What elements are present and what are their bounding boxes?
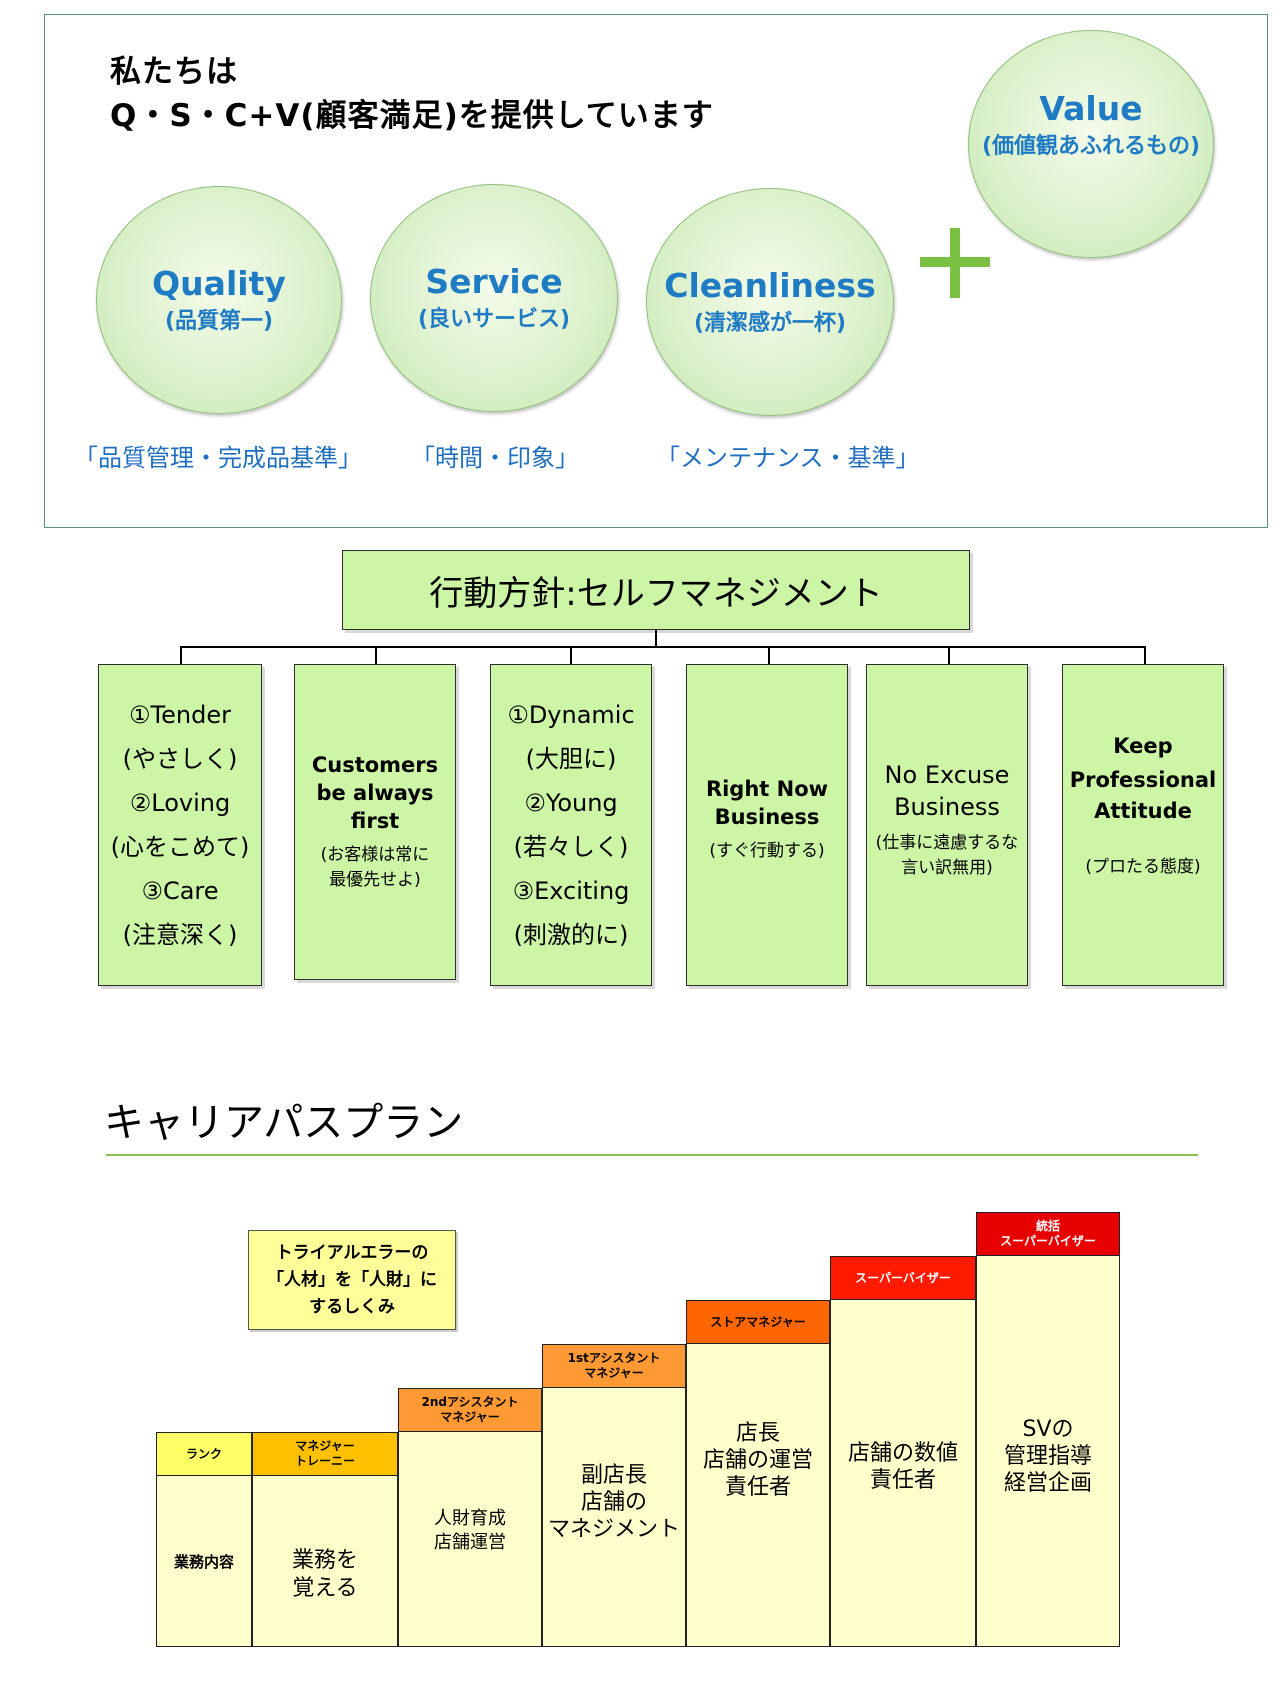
trial-text: 「人材」を「人財」に [267,1269,437,1290]
service-caption: 「時間・印象」 [411,444,579,472]
policy-text: (若々しく) [513,833,629,861]
step-body-2nd-assistant: 人財育成 店舗運営 [398,1431,542,1647]
policy-box-dynamic: ①Dynamic (大胆に) ②Young (若々しく) ③Exciting (… [490,664,652,986]
step-head-1st-assistant: 1stアシスタント マネジャー [542,1344,686,1388]
connector [768,646,770,664]
policy-text: No Excuse [884,761,1010,789]
connector [1144,646,1146,664]
policy-box-no-excuse: No Excuse Business (仕事に遠慮するな 言い訳無用) [866,664,1028,986]
headline-line2: Q・S・C+V(顧客満足)を提供しています [110,98,714,134]
policy-text: ①Dynamic [507,701,635,729]
quality-label: Quality [152,264,286,304]
policy-text: (大胆に) [525,745,617,773]
value-circle: Value (価値観あふれるもの) [968,30,1214,258]
policy-text: 最優先せよ) [329,870,421,890]
divider [106,1154,1198,1156]
policy-box-tender: ①Tender (やさしく) ②Loving (心をこめて) ③Care (注意… [98,664,262,986]
cleanliness-caption: 「メンテナンス・基準」 [656,444,920,472]
trial-text: するしくみ [309,1296,395,1317]
policy-text: ③Exciting [512,877,630,905]
service-circle: Service (良いサービス) [370,184,618,412]
policy-text: Business [894,793,1000,821]
cleanliness-circle: Cleanliness (清潔感が一杯) [646,188,894,416]
step-head-2nd-assistant: 2ndアシスタント マネジャー [398,1388,542,1432]
policy-text: ②Young [524,789,618,817]
connector-bar [180,646,1145,648]
step-body-trainee: 業務を 覚える [252,1475,398,1647]
trial-error-box: トライアルエラーの 「人材」を「人財」に するしくみ [248,1230,456,1330]
policy-box-right-now: Right Now Business (すぐ行動する) [686,664,848,986]
value-sublabel: (価値観あふれるもの) [981,133,1201,159]
connector [180,646,182,664]
policy-text: Attitude [1094,799,1192,823]
cleanliness-sublabel: (清潔感が一杯) [693,310,847,336]
service-label: Service [425,262,563,302]
policy-text: Business [714,805,820,829]
step-head-trainee: マネジャー トレーニー [252,1432,398,1476]
value-label: Value [1039,89,1143,129]
qsc-panel [44,14,1268,528]
policy-text: 言い訳無用) [901,858,993,878]
policy-box-professional: Keep Professional Attitude (プロたる態度) [1062,664,1224,986]
connector [655,630,657,647]
policy-text: Customers [311,753,439,777]
step-body-supervisor: 店舗の数値 責任者 [830,1299,976,1647]
policy-text: first [350,809,400,833]
policy-text: Right Now [705,777,829,801]
step-body-1st-assistant: 副店長 店舗の マネジメント [542,1387,686,1647]
policy-text: Professional [1069,768,1217,792]
headline-line1: 私たちは [110,54,238,90]
connector [375,646,377,664]
policy-text: (刺激的に) [513,921,629,949]
quality-sublabel: (品質第一) [164,308,274,334]
policy-text: (すぐ行動する) [709,841,825,861]
step-body-content: 業務内容 [156,1475,252,1647]
policy-box-customers-first: Customers be always first (お客様は常に 最優先せよ) [294,664,456,980]
policy-text: (仕事に遠慮するな [875,833,1019,853]
step-body-chief-supervisor: SVの 管理指導 経営企画 [976,1255,1120,1647]
service-sublabel: (良いサービス) [417,306,571,332]
plus-icon [920,228,990,298]
policy-text: (注意深く) [122,921,238,949]
career-title: キャリアパスプラン [104,1100,464,1146]
policy-text: ③Care [141,877,219,905]
step-head-chief-supervisor: 統括 スーパーバイザー [976,1212,1120,1256]
policy-text: ②Loving [129,789,231,817]
trial-text: トライアルエラーの [275,1242,429,1263]
step-head-supervisor: スーパーバイザー [830,1256,976,1300]
policy-text: be always [316,781,434,805]
connector [948,646,950,664]
step-head-rank: ランク [156,1432,252,1476]
policy-text: ①Tender [129,701,231,729]
quality-caption: 「品質管理・完成品基準」 [74,444,362,472]
policy-text: (心をこめて) [110,833,250,861]
policy-text: (やさしく) [122,745,238,773]
policy-text: Keep [1113,734,1173,758]
cleanliness-label: Cleanliness [664,266,876,306]
quality-circle: Quality (品質第一) [96,186,342,414]
step-head-store-manager: ストアマネジャー [686,1300,830,1344]
step-body-store-manager: 店長 店舗の運営 責任者 [686,1343,830,1647]
policy-text: (お客様は常に [320,845,430,865]
connector [570,646,572,664]
policy-text: (プロたる態度) [1085,857,1201,877]
policy-title: 行動方針:セルフマネジメント [342,550,970,630]
